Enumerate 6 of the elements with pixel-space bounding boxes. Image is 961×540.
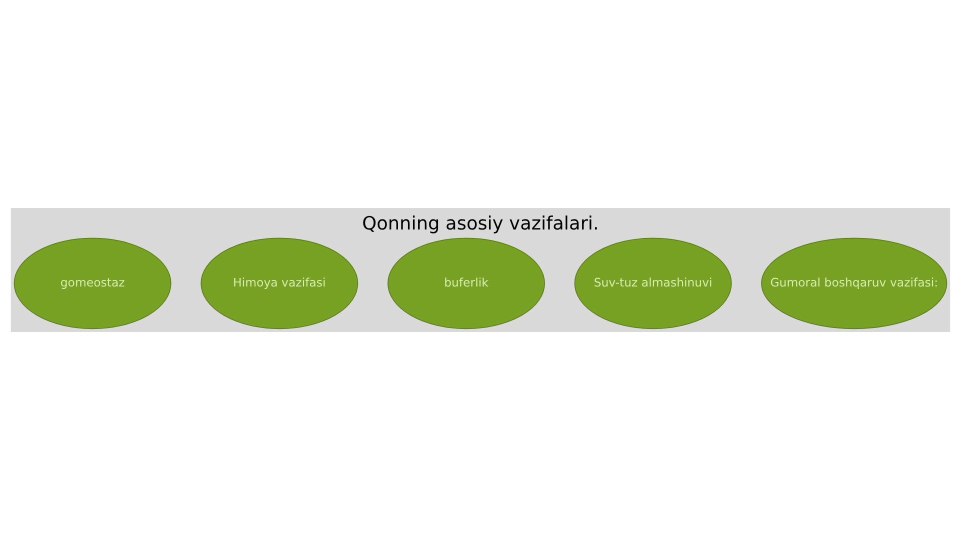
node-ellipse: Suv-tuz almashinuvi	[574, 238, 732, 330]
node-ellipse: buferlik	[387, 238, 545, 330]
node-ellipse: Gumoral boshqaruv vazifasi:	[761, 238, 948, 330]
diagram-title: Qonning asosiy vazifalari.	[362, 213, 599, 234]
node-ellipse: Himoya vazifasi	[200, 238, 358, 330]
node-ellipse: gomeostaz	[14, 238, 172, 330]
